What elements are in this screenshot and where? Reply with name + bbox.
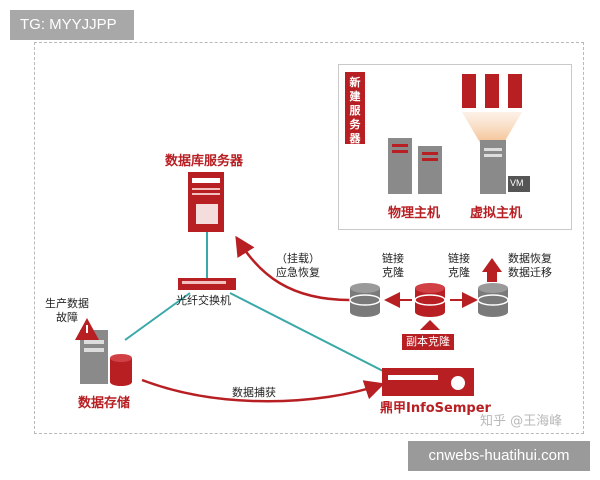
overlay-tag: TG: MYYJJPP xyxy=(10,10,134,40)
zhihu-stamp: 知乎 @王海峰 xyxy=(480,414,563,429)
storage-disk-icon xyxy=(110,354,132,386)
fiber-switch-icon xyxy=(178,278,236,290)
data-capture-label: 数据捕获 xyxy=(232,386,276,399)
link-clone-left-label: 链接 克隆 xyxy=(382,252,404,279)
arrow-up-recover xyxy=(482,258,502,282)
fiber-switch-label: 光纤交换机 xyxy=(176,294,231,307)
diagram-frame xyxy=(34,42,584,434)
db-server-label: 数据库服务器 xyxy=(165,154,244,169)
new-server-label: 新 建 服 务 器 xyxy=(345,72,365,145)
disk-left-icon xyxy=(349,283,381,317)
semper-appliance-icon xyxy=(382,368,474,396)
arrow-mount-recover xyxy=(235,235,351,302)
disk-center-icon xyxy=(414,283,446,317)
fault-label: 生产数据 故障 xyxy=(45,297,89,324)
disk-right-icon xyxy=(477,283,509,317)
fault-warning-icon xyxy=(75,318,99,340)
physical-host-label: 物理主机 xyxy=(388,206,441,221)
recover-migrate-label: 数据恢复 数据迁移 xyxy=(508,252,552,279)
vm-badge: VM xyxy=(510,178,524,188)
storage-label: 数据存储 xyxy=(78,396,131,411)
replica-clone-label: 副本克隆 xyxy=(402,334,454,350)
link-clone-right-label: 链接 克隆 xyxy=(448,252,470,279)
virtual-host-label: 虚拟主机 xyxy=(470,206,523,221)
vm-glow xyxy=(462,112,522,146)
arrow-data-capture xyxy=(141,378,385,403)
virtual-host-icon xyxy=(480,140,530,194)
vm-top-servers-icon xyxy=(462,74,522,108)
semper-label: 鼎甲InfoSemper xyxy=(380,401,491,416)
arrow-up-clone xyxy=(420,320,440,330)
line-switch-storage xyxy=(124,292,191,341)
footer-watermark: cnwebs-huatihui.com xyxy=(408,441,590,471)
physical-host-icon xyxy=(388,138,442,194)
line-switch-semper xyxy=(229,292,386,373)
db-server-icon xyxy=(188,172,224,232)
mount-recover-label: （挂载） 应急恢复 xyxy=(276,252,320,279)
new-server-panel xyxy=(338,64,572,230)
